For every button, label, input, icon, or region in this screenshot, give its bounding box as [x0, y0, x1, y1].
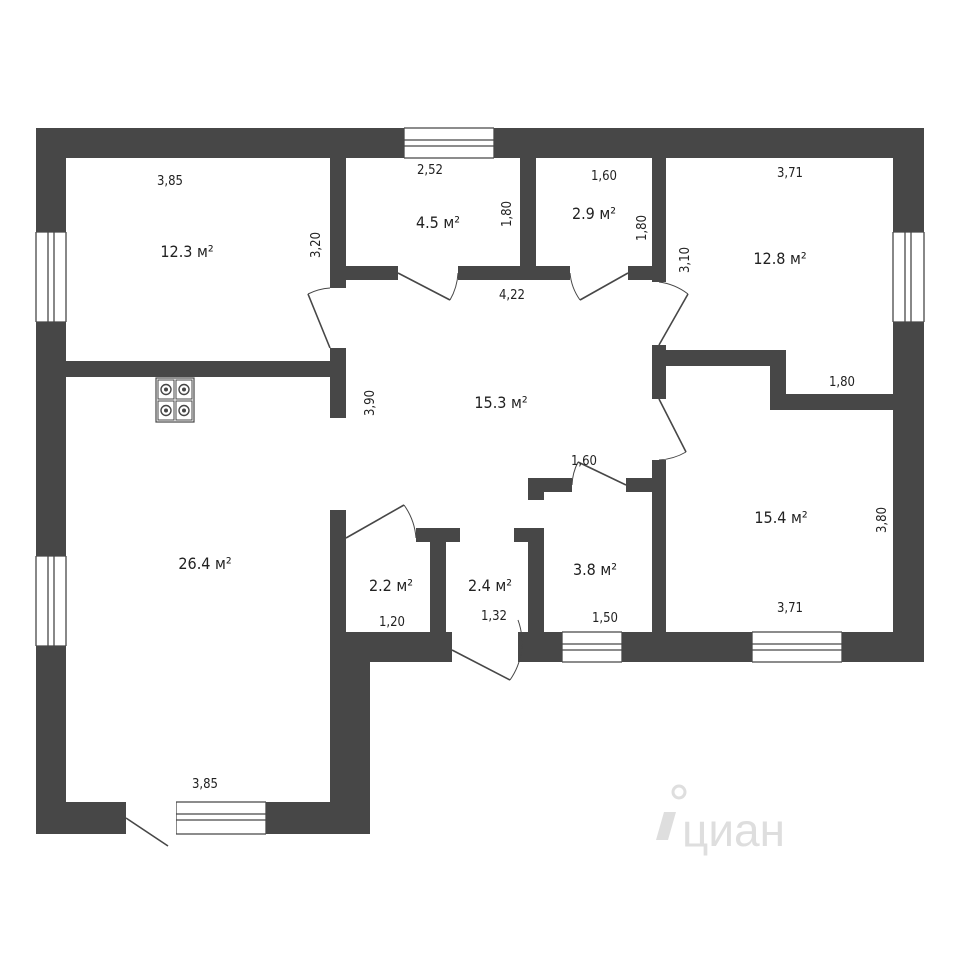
area-wc: 2.2 м²	[369, 576, 413, 595]
watermark-text: циан	[682, 804, 785, 856]
wall-right-column-mid	[652, 345, 666, 399]
window-right	[892, 231, 925, 323]
wall-left-column-low	[330, 510, 346, 538]
wall-entry-stub	[514, 528, 544, 542]
door-bathroom[interactable]	[571, 461, 627, 486]
wall-bedroom-step-lower	[770, 394, 893, 410]
area-storage-top: 2.9 м²	[572, 204, 616, 223]
wall-kitchen-upper	[66, 361, 330, 377]
wall-bath-top-right	[626, 478, 652, 492]
wall-bath-left-lower	[528, 542, 544, 632]
entry-door-gap	[452, 632, 518, 662]
area-bathroom: 3.8 м²	[573, 560, 617, 579]
wall-bath-left	[528, 478, 544, 500]
area-kitchen-living: 26.4 м²	[178, 554, 231, 573]
area-small-top: 4.5 м²	[416, 213, 460, 232]
dim-kitchen-width: 3,85	[192, 777, 218, 792]
window-left-bottom	[35, 555, 67, 647]
dim-bedroom-bottom-width: 3,71	[777, 601, 803, 616]
dim-bath-width: 1,50	[592, 611, 618, 626]
door-wc[interactable]	[345, 504, 417, 539]
dim-bedroom-top-width: 3,71	[777, 166, 803, 181]
area-bedroom-bottom-right: 15.4 м²	[754, 508, 807, 527]
window-top	[403, 127, 495, 159]
dim-storage-height: 1,80	[635, 215, 650, 241]
dim-living-top-width: 3,85	[157, 174, 183, 189]
wall-left-column-mid	[330, 348, 346, 418]
door-left-room[interactable]	[307, 287, 331, 349]
door-storage[interactable]	[569, 272, 629, 301]
door-small-top[interactable]	[397, 272, 459, 301]
dim-wc-width: 1,20	[379, 615, 405, 630]
door-bedroom-top-right[interactable]	[658, 281, 689, 346]
doors	[125, 272, 689, 847]
outer-wall-step	[330, 632, 370, 834]
area-entry: 2.4 м²	[468, 576, 512, 595]
dim-small-top-width: 2,52	[417, 163, 443, 178]
window-bedroom-bottom	[751, 631, 843, 663]
dim-bedroom-step: 1,80	[829, 375, 855, 390]
dim-hallway-side: 3,90	[363, 390, 378, 416]
dim-bath-door: 1,60	[571, 454, 597, 469]
watermark: циан	[656, 784, 785, 856]
dim-bedroom-bottom-height: 3,80	[875, 507, 890, 533]
wall-small-top-right	[458, 266, 570, 280]
area-bedroom-top-right: 12.8 м²	[753, 249, 806, 268]
wall-left-column-bottom	[330, 538, 346, 632]
walls	[36, 128, 924, 834]
area-labels: 12.3 м² 4.5 м² 2.9 м² 12.8 м² 15.3 м² 26…	[160, 204, 807, 595]
dim-storage-width: 1,60	[591, 169, 617, 184]
wall-left-column-top	[330, 158, 346, 288]
door-kitchen-exit[interactable]	[125, 817, 169, 847]
wall-right-column-top	[652, 158, 666, 282]
dim-bedroom-top-height: 3,10	[678, 247, 693, 273]
dim-living-top-height: 3,20	[309, 232, 324, 258]
wall-wc-right	[430, 528, 446, 632]
outer-wall-right	[893, 128, 924, 662]
dim-hallway-top: 4,22	[499, 288, 525, 303]
window-kitchen-bottom	[175, 801, 267, 835]
cian-logo-icon	[656, 784, 687, 840]
kitchen-door-gap	[126, 802, 176, 834]
area-hallway: 15.3 м²	[474, 393, 527, 412]
windows	[35, 127, 925, 835]
window-left-top	[35, 231, 67, 323]
dimension-labels: 3,85 3,20 2,52 1,80 1,60 1,80 3,71 3,10 …	[157, 163, 890, 792]
wall-right-column-low	[652, 460, 666, 632]
wall-small-top-left	[346, 266, 398, 280]
area-living-top-left: 12.3 м²	[160, 242, 213, 261]
dim-small-top-height: 1,80	[500, 201, 515, 227]
dim-entry-width: 1,32	[481, 609, 507, 624]
wall-storage-right	[628, 266, 652, 280]
door-entry[interactable]	[451, 619, 523, 681]
stove-icon	[155, 377, 195, 423]
wall-bedroom-step-horizontal	[666, 350, 784, 366]
window-bath	[561, 631, 623, 663]
door-bedroom-bottom-right[interactable]	[658, 398, 687, 461]
wall-small-divider	[520, 158, 536, 280]
